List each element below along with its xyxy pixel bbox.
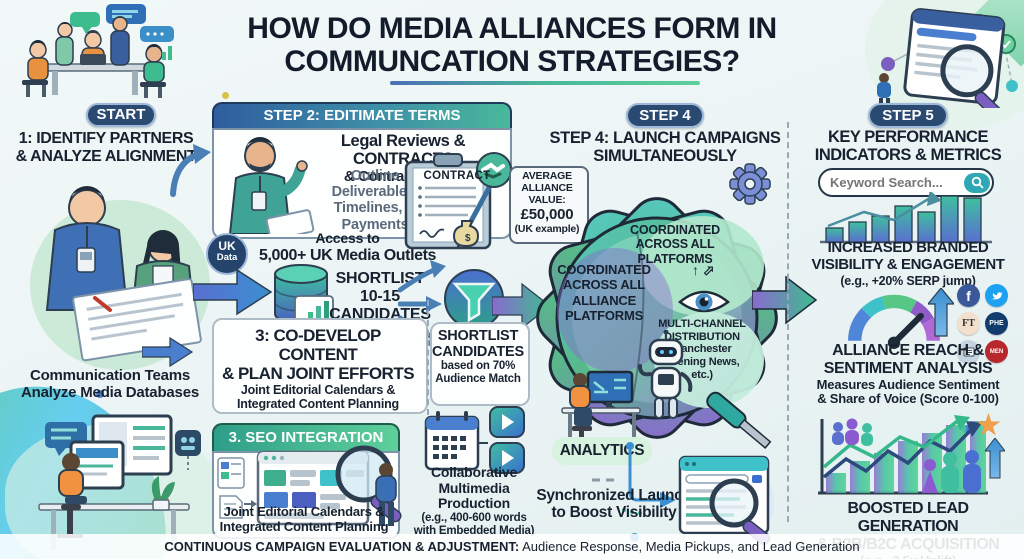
- search-icon: [971, 176, 984, 189]
- workstation-illustration: [38, 414, 201, 550]
- facebook-icon: f: [957, 284, 980, 307]
- step2-header: STEP 2: EDITIMATE TERMS: [212, 102, 512, 128]
- page-title: HOW DO MEDIA ALLIANCES FORM IN COMMUNCAT…: [180, 12, 844, 78]
- contract-clipboard-illustration: $: [404, 152, 512, 250]
- kpi1-heading: INCREASED BRANDED VISIBILITY & ENGAGEMEN…: [811, 239, 1005, 288]
- page-title-line2: COMMUNCATION STRATEGIES?: [284, 45, 740, 78]
- uk-data-badge: UK Data: [206, 233, 248, 275]
- multimedia-icons: [424, 406, 525, 474]
- decor-dot: [96, 390, 104, 398]
- legal-advisor-illustration: [228, 137, 315, 234]
- step4-badge: STEP 4: [626, 103, 704, 128]
- lead-growth-chart: [818, 415, 988, 495]
- money-bag-icon: [452, 220, 480, 248]
- step3-heading: 3: CO-DEVELOP CONTENT & PLAN JOINT EFFOR…: [221, 326, 415, 412]
- eye-icon: [678, 290, 730, 313]
- partners-illustration: [45, 186, 202, 362]
- decor-dot: [222, 92, 229, 99]
- keyword-search-bar[interactable]: [818, 168, 994, 197]
- footer-banner: CONTINUOUS CAMPAIGN EVALUATION & ADJUSTM…: [0, 534, 1024, 559]
- divider-dashed: [427, 300, 429, 415]
- search-network-illustration: [877, 8, 1018, 108]
- gauge-icon: [848, 294, 940, 349]
- arrow-funnel-to-gear: [492, 282, 551, 330]
- title-underline: [390, 81, 700, 85]
- arrow-to-step3: [142, 336, 194, 368]
- pen-icon: [93, 296, 112, 312]
- search-button[interactable]: [964, 172, 990, 193]
- star-icon: ★: [975, 409, 1002, 442]
- up-arrow-icon-small: [985, 438, 1005, 479]
- magnifier-icon: [709, 478, 759, 528]
- operator-illustration: [561, 370, 641, 450]
- phe-icon: PHE: [985, 312, 1008, 335]
- analytics-connector: [592, 442, 676, 515]
- launch-caption: Synchronized Launch to Boost Visibility: [536, 487, 692, 522]
- page-title-line1: HOW DO MEDIA ALLIANCES FORM IN: [247, 12, 777, 45]
- shortlist-candidates-text: SHORTLIST CANDIDATES based on 70% Audien…: [432, 328, 524, 386]
- newspaper-icon: [957, 340, 980, 363]
- men-icon: MEN: [985, 340, 1008, 363]
- start-badge: START: [86, 103, 156, 127]
- step5-badge: STEP 5: [868, 103, 948, 128]
- divider-dashed-right: [787, 122, 789, 522]
- screwdriver-icon: [706, 391, 772, 449]
- up-arrow-icon: [928, 288, 954, 337]
- up-arrows-decor: ↑ ⬀: [692, 262, 715, 278]
- audience-icons: [832, 418, 981, 493]
- gear-text-alliance: COORDINATED ACROSS ALL ALLIANCE PLATFORM…: [557, 262, 651, 323]
- funnel-icon: [444, 269, 504, 329]
- arrow-step1-to-step2: [170, 144, 211, 197]
- search-input[interactable]: [820, 175, 964, 190]
- step2-outline-text: Outline Deliverables, Timelines, & Payme…: [331, 168, 419, 233]
- multimedia-caption: Collaborative Multimedia Production (e.g…: [413, 464, 535, 537]
- social-icons: f FT PHE MEN: [957, 284, 1008, 363]
- team-meeting-illustration: [22, 4, 174, 98]
- magnifier-icon: [940, 44, 994, 98]
- kpi2-heading: ALLIANCE REACH & SENTIMENT ANALYSIS Meas…: [816, 342, 1000, 407]
- visibility-browser-illustration: [678, 455, 774, 547]
- ft-icon: FT: [957, 312, 980, 335]
- step4-heading: STEP 4: LAUNCH CAMPAIGNS SIMULTANEOUSLY: [549, 129, 781, 166]
- footer-bold: CONTINUOUS CAMPAIGN EVALUATION & ADJUSTM…: [164, 539, 520, 554]
- twitter-icon: [985, 284, 1008, 307]
- arrow-gear-to-step5: [752, 275, 818, 325]
- step5-heading: KEY PERFORMANCE INDICATORS & METRICS: [814, 128, 1002, 165]
- arrow-to-database: [193, 268, 273, 316]
- signature-icon: [419, 228, 445, 238]
- seo-webpage-illustration: [217, 445, 402, 526]
- analytics-badge: ANALYTICS: [552, 437, 652, 465]
- step1-heading: 1: IDENTIFY PARTNERS & ANALYZE ALIGNMENT: [15, 130, 197, 165]
- contract-label: CONTRACT: [423, 170, 491, 182]
- database-tag-icon: [175, 430, 201, 456]
- kpi-bar-chart: [820, 192, 992, 244]
- plant-icon: [151, 476, 175, 502]
- multichannel-text: MULTI-CHANNEL DISTRIBUTION Manchester Ev…: [658, 318, 746, 381]
- step1-caption: Communication Teams Analyze Media Databa…: [21, 367, 199, 401]
- seo-header: 3. SEO INTEGRATION: [212, 423, 400, 451]
- step3-box: [212, 318, 428, 414]
- robot-icon: [638, 330, 693, 419]
- footer-normal: Audience Response, Media Pickups, and Le…: [519, 539, 860, 554]
- svg-text:$: $: [465, 233, 471, 244]
- alliance-value-text: AVERAGE ALLIANCE VALUE: £50,000 (UK exam…: [514, 170, 580, 236]
- gear-icon: [729, 163, 771, 205]
- shortlist-candidates-box: [430, 322, 530, 406]
- gear-text-platforms: COORDINATED ACROSS ALL PLATFORMS: [630, 223, 720, 266]
- start-badge-label: START: [96, 106, 146, 123]
- access-text: Access to 5,000+ UK Media Outlets: [258, 230, 437, 264]
- alliance-value-bubble: [509, 166, 589, 244]
- seo-caption: Joint Editorial Calendars & Integrated C…: [219, 504, 389, 534]
- document-icon: [219, 495, 243, 519]
- speech-bubble-icon: [70, 12, 100, 27]
